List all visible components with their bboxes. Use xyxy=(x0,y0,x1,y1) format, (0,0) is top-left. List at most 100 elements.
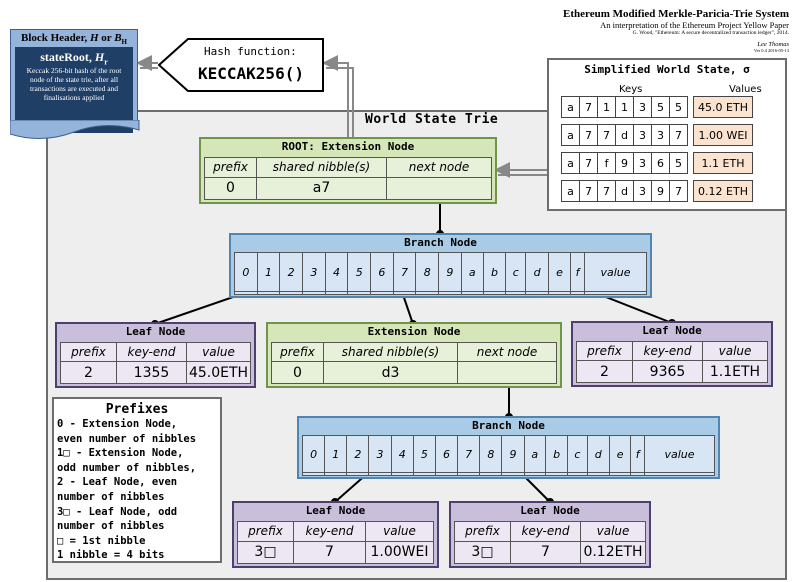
slot-header: c xyxy=(505,251,527,293)
prefix-line: 1 nibble = 4 bits xyxy=(57,549,165,562)
key-nibble: 3 xyxy=(651,124,670,146)
slot-header: a xyxy=(523,434,547,474)
node-title: Leaf Node xyxy=(642,324,702,337)
slot-header: 1 xyxy=(324,434,348,474)
slot-header: 2 xyxy=(279,251,304,293)
key-nibble: a xyxy=(561,96,580,118)
slot-header: 6 xyxy=(434,434,459,474)
slot-header: 8 xyxy=(479,434,503,474)
slot-header: f xyxy=(570,251,585,293)
branch-node-1: Branch Node 0 1 2 3 4 5 6 7 8 9 a b c d … xyxy=(229,233,652,298)
key-nibble: a xyxy=(561,152,580,174)
slot-header: 7 xyxy=(392,251,417,293)
node-title: Leaf Node xyxy=(520,504,580,517)
value-cell: 3□ xyxy=(237,540,294,565)
slot-header: 6 xyxy=(370,251,394,293)
key-nibble: 7 xyxy=(579,96,598,118)
node-title: Extension Node xyxy=(367,325,461,338)
leaf-node-1: Leaf Node prefix key-end value 2 1355 45… xyxy=(55,322,256,388)
value-cell: 45.0ETH xyxy=(186,361,251,384)
value-cell: 0 xyxy=(271,361,324,384)
key-nibble: 3 xyxy=(633,180,652,202)
key-nibble: a xyxy=(561,124,580,146)
header-cell: key-end xyxy=(510,521,581,542)
state-value: 45.0 ETH xyxy=(693,96,753,118)
slot-header: 4 xyxy=(324,251,349,293)
state-value: 1.00 WEI xyxy=(693,124,753,146)
diagram-title: Ethereum Modified Merkle-Paricia-Trie Sy… xyxy=(563,8,789,20)
node-title: Leaf Node xyxy=(125,325,186,338)
root-extension-node: ROOT: Extension Node prefix shared nibbl… xyxy=(199,137,497,204)
value-cell: 1.1ETH xyxy=(702,360,768,383)
slot-header: b xyxy=(545,434,569,474)
key-nibble: 7 xyxy=(579,152,598,174)
world-state-trie-title: World State Trie xyxy=(365,112,499,127)
node-value-row: 0 a7 xyxy=(204,176,492,201)
values-header: Values xyxy=(729,84,762,95)
value-cell: a7 xyxy=(256,176,387,201)
key-nibble: 1 xyxy=(597,96,616,118)
node-title: Leaf Node xyxy=(305,504,366,517)
node-header-row: prefix key-end value xyxy=(237,521,434,542)
slot-header: 5 xyxy=(412,434,436,474)
key-nibble: 3 xyxy=(633,96,652,118)
header-cell: prefix xyxy=(237,521,294,542)
prefix-line: even number of nibbles xyxy=(57,432,197,445)
value-cell: 1.00WEI xyxy=(365,540,434,565)
simplified-world-state: Simplified World State, σ Keys Values a … xyxy=(547,58,787,211)
prefix-line: number of nibbles xyxy=(57,520,165,533)
state-root-panel: stateRoot, Hr Keccak 256-bit hash of the… xyxy=(15,47,133,133)
node-header-row: prefix key-end value xyxy=(454,521,646,542)
prefix-line: odd number of nibbles, xyxy=(57,461,197,474)
prefix-line: 3□ - Leaf Node, odd xyxy=(57,505,178,518)
title-block: Ethereum Modified Merkle-Paricia-Trie Sy… xyxy=(519,8,789,53)
diagram-subtitle: An interpretation of the Ethereum Projec… xyxy=(600,19,789,30)
key-nibble: 1 xyxy=(615,96,634,118)
header-cell: key-end xyxy=(116,341,187,363)
slot-header: value xyxy=(584,251,647,293)
header-cell: prefix xyxy=(271,341,324,363)
node-header-row: prefix shared nibble(s) next node xyxy=(204,157,492,178)
branch-slot-row xyxy=(301,472,715,476)
branch-slot-row xyxy=(234,291,647,295)
slot-header: 5 xyxy=(347,251,372,293)
state-root-label: stateRoot, Hr xyxy=(40,50,108,67)
hash-function-name: KECCAK256() xyxy=(198,64,304,83)
node-header-row: prefix key-end value xyxy=(60,341,251,363)
hash-pentagon-shape xyxy=(158,38,324,92)
key-nibble: 7 xyxy=(597,124,616,146)
slot-header: c xyxy=(567,434,588,474)
arrow-hash-to-block-header xyxy=(136,55,158,71)
prefix-line: □ = 1st nibble xyxy=(57,534,146,547)
state-root-description: Keccak 256-bit hash of the root node of … xyxy=(26,66,122,103)
leaf-node-4: Leaf Node prefix key-end value 3□ 7 0.12… xyxy=(449,501,651,568)
hash-function-label: Hash function: xyxy=(204,45,297,58)
value-cell: 3□ xyxy=(454,540,511,565)
leaf-node-3: Leaf Node prefix key-end value 3□ 7 1.00… xyxy=(232,501,439,568)
value-cell: 7 xyxy=(510,540,581,565)
node-title: Branch Node xyxy=(472,419,545,432)
arrow-world-state-to-root xyxy=(494,162,547,178)
slot-header: b xyxy=(482,251,507,293)
slot-header: e xyxy=(608,434,632,474)
slot-header: 7 xyxy=(457,434,481,474)
header-cell: next node xyxy=(386,157,492,178)
slot-header: 9 xyxy=(438,251,462,293)
key-nibble: 7 xyxy=(669,124,688,146)
key-nibble: 3 xyxy=(633,152,652,174)
node-value-row: 2 1355 45.0ETH xyxy=(60,361,251,384)
key-nibble: a xyxy=(561,180,580,202)
slot-header: e xyxy=(547,251,572,293)
value-cell: d3 xyxy=(323,361,458,384)
header-cell: shared nibble(s) xyxy=(256,157,387,178)
value-cell: 7 xyxy=(293,540,366,565)
keys-header: Keys xyxy=(619,84,643,95)
state-row: a 7 f 9 3 6 5 1.1 ETH xyxy=(561,152,753,174)
value-cell xyxy=(457,361,557,384)
block-header: Block Header, H or BH stateRoot, Hr Kecc… xyxy=(10,29,138,133)
header-cell: next node xyxy=(457,341,557,363)
slot-header: 8 xyxy=(415,251,440,293)
key-nibble: 7 xyxy=(669,180,688,202)
node-value-row: 0 d3 xyxy=(271,361,557,384)
key-nibble: d xyxy=(615,180,634,202)
